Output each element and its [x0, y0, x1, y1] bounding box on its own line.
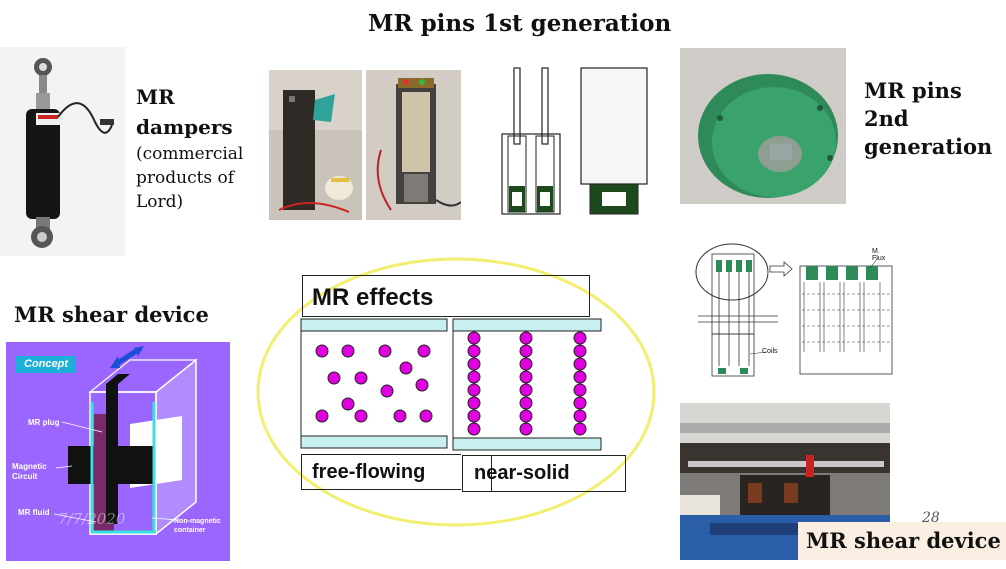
pin-drawing-double: [484, 64, 574, 224]
highlight-ellipse: [256, 257, 656, 527]
pins2-line1: MR pins: [864, 78, 962, 103]
flux-label: M. Flux: [872, 248, 886, 262]
dampers-note-line2: products of: [136, 168, 235, 188]
effects-title-box: [302, 275, 590, 317]
pins2-line2: 2nd: [864, 106, 909, 131]
free-flowing-box: [301, 454, 461, 490]
near-solid-label: near-solid: [474, 462, 570, 484]
dampers-title-line2: dampers: [136, 115, 233, 139]
coils-label: Coils: [762, 348, 778, 355]
concept-container-label-2: container: [174, 527, 206, 534]
effects-title: MR effects: [312, 284, 434, 311]
shear-title-right: MR shear device: [806, 528, 1001, 553]
mr-damper-photo: [0, 47, 125, 256]
dampers-note-line1: (commercial: [136, 144, 244, 164]
shear-title-left: MR shear device: [14, 302, 209, 327]
shear-label-right-box: [798, 522, 1006, 560]
slide-title: MR pins 1st generation: [368, 10, 672, 37]
flux-diagram: M. Flux Coils: [694, 242, 894, 382]
pins2-line3: generation: [864, 134, 993, 159]
concept-mr-plug-label: MR plug: [28, 418, 60, 427]
near-solid-panel: [452, 318, 602, 454]
concept-magnetic-label-1: Magnetic: [12, 462, 47, 471]
concept-diagram: Concept MR plug Magnetic Circuit MR flui…: [6, 342, 230, 561]
concept-badge: Concept: [16, 356, 76, 373]
near-solid-box: [462, 455, 626, 492]
mr-pin-2nd-gen-photo: [680, 48, 846, 204]
concept-magnetic-label-2: Circuit: [12, 472, 38, 481]
dampers-note-line3: Lord): [136, 192, 184, 212]
concept-mr-fluid-label: MR fluid: [18, 508, 50, 517]
mr-pin-photo-2: [366, 70, 461, 220]
concept-container-label-1: Non-magnetic: [174, 518, 221, 525]
mr-shear-device-photo: [680, 403, 890, 560]
mr-pin-photo-1: [269, 70, 362, 220]
free-flowing-panel: [300, 318, 448, 452]
pin-drawing-single: [578, 66, 650, 218]
date-watermark: 7/7/2020: [58, 510, 126, 528]
dampers-title-line1: MR: [136, 85, 175, 109]
free-flowing-label: free-flowing: [312, 461, 426, 483]
near-solid-inner-box: [462, 455, 492, 492]
